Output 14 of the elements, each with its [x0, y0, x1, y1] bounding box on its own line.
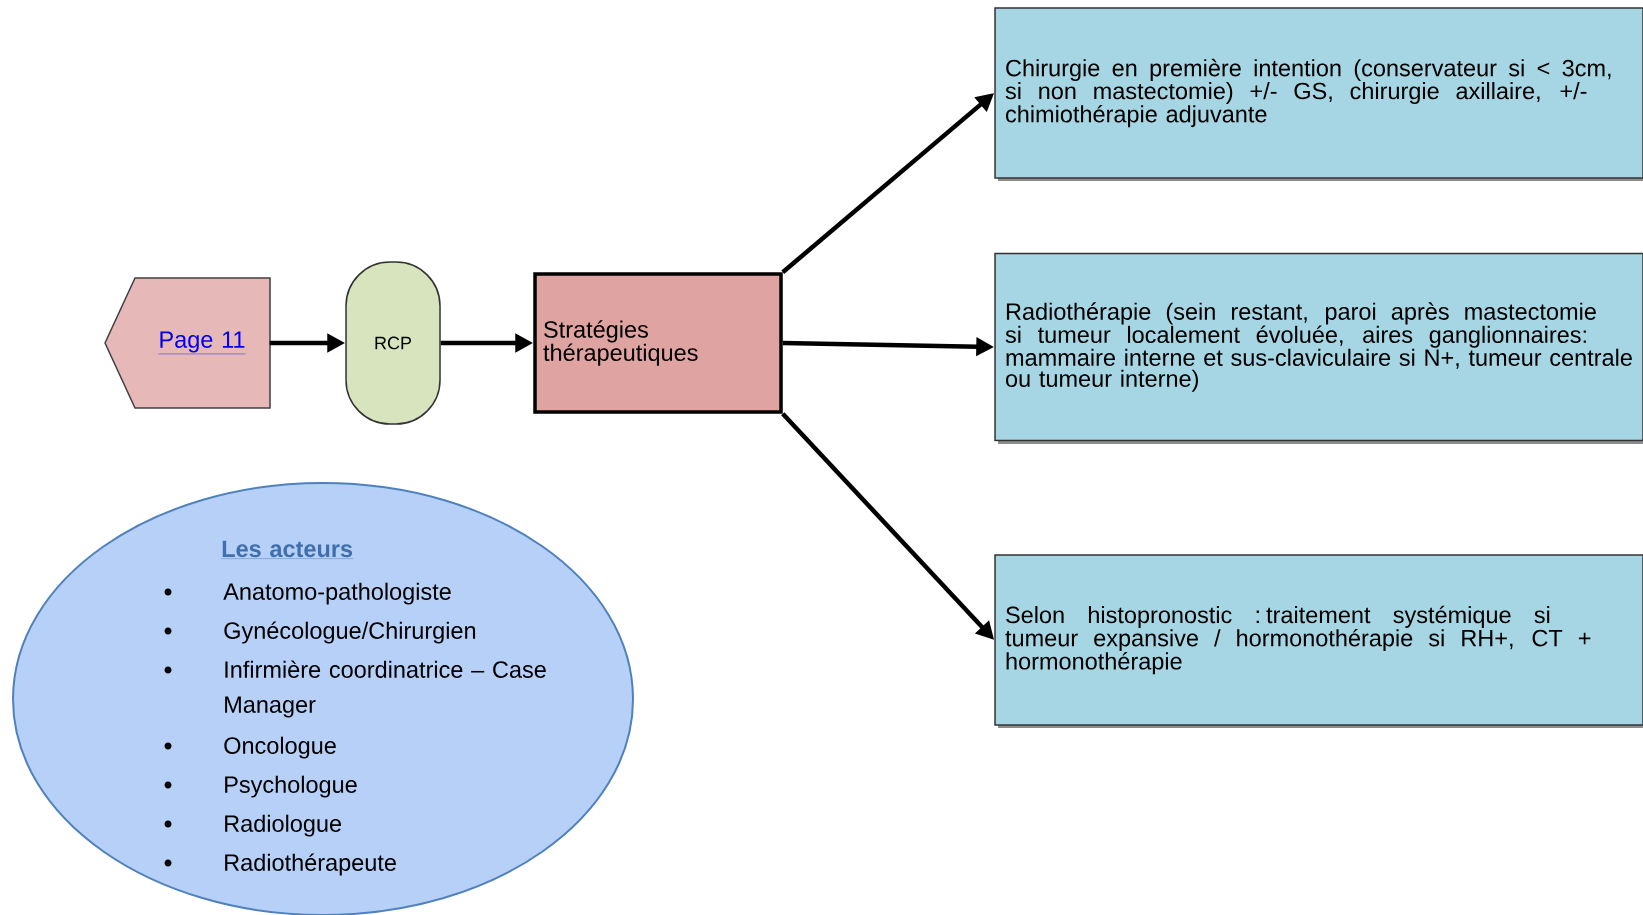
list-item: Gynécologue/Chirurgien — [224, 621, 476, 644]
list-item: Radiothérapeute — [225, 853, 396, 876]
rounded-box: RCP — [345, 261, 441, 425]
info-box: Radiothérapie (sein restant, paroi après mastectomie si tumeur localement évoluée, aires ganglionnaires: mammaire interne et sus-claviculaire si N+, tumeur centrale ou tumeur interne) — [994, 252, 1643, 444]
pentagon-box: Page 11 — [104, 277, 271, 409]
info-box: Selon histopronostic : traitement systémique si tumeur expansive / hormonothérapie si RH+, CT + hormonothérapie — [994, 554, 1643, 728]
list-item: Radiologue — [225, 814, 342, 837]
info-box: Chirurgie en première intention (conservateur si < 3cm, si non mastectomie) +/- GS, chirurgie axillaire, +/- chimiothérapie adjuvante — [994, 7, 1643, 181]
list-item: Anatomo-pathologiste — [223, 582, 451, 605]
process-box: Stratégies thérapeutiques — [533, 272, 783, 414]
list-item: Psychologue — [225, 775, 357, 798]
list-item: Oncologue — [224, 736, 336, 759]
list-item: Infirmière coordinatrice – Case Manager — [225, 660, 546, 718]
heading: Les acteurs — [221, 540, 354, 559]
